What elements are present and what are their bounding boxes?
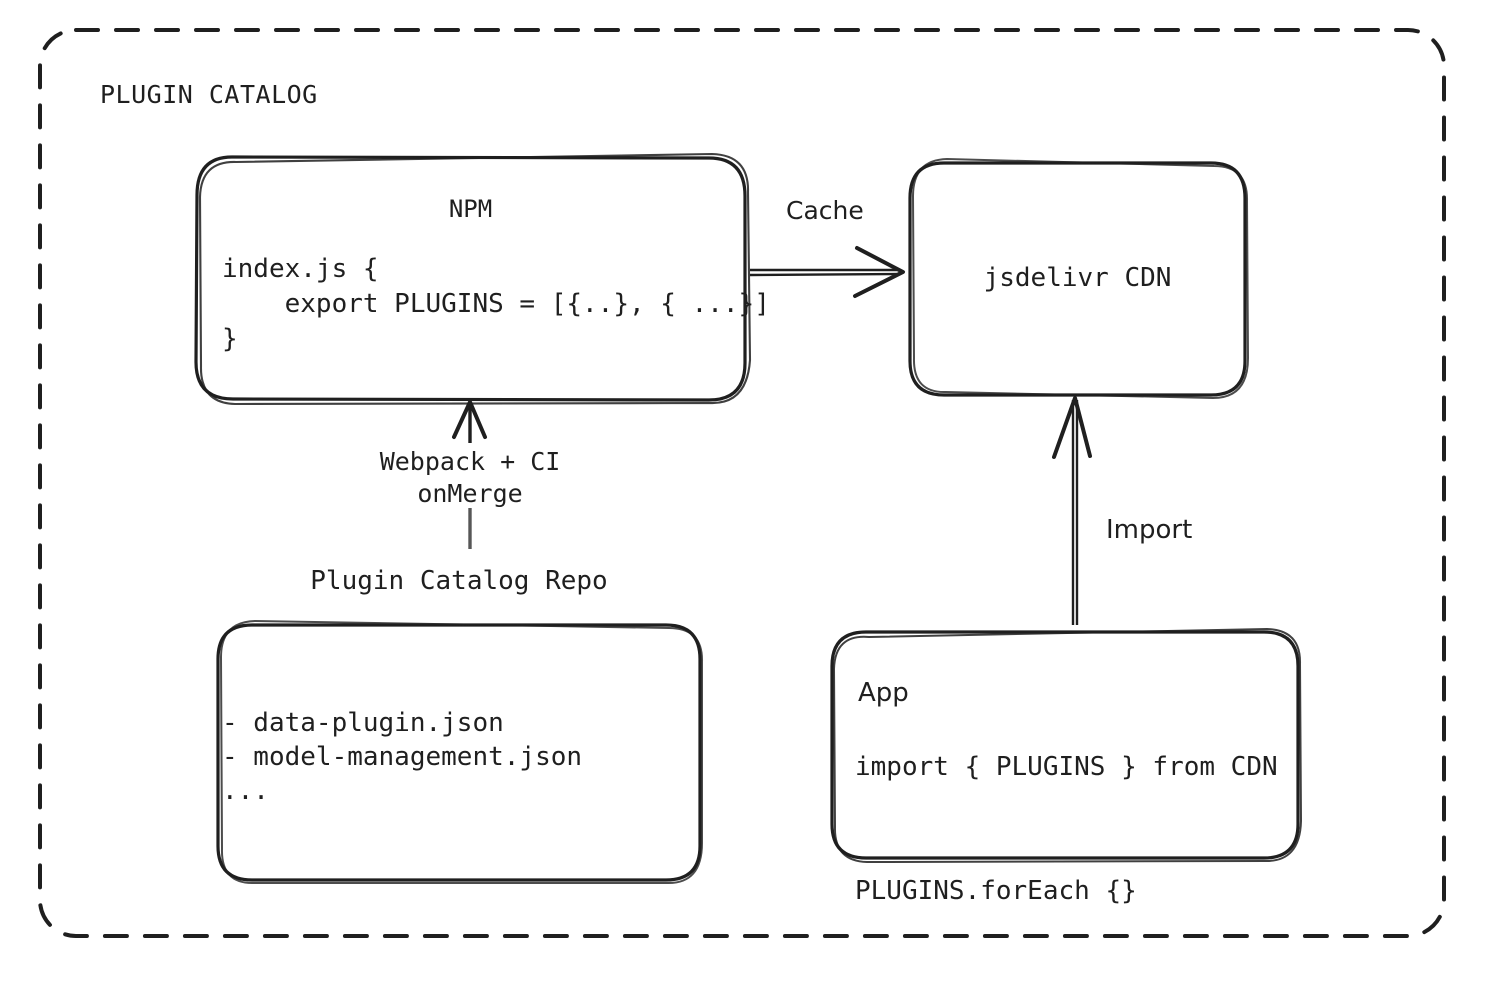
repo-node-label: Plugin Catalog Repo (310, 566, 608, 596)
repo-node-files: - data-plugin.json - model-management.js… (222, 708, 583, 806)
page-title: PLUGIN CATALOG (100, 80, 318, 109)
cache-arrow (749, 246, 905, 298)
cdn-node-title: jsdelivr CDN (983, 263, 1172, 293)
import-edge-label: Import (1106, 515, 1193, 545)
app-node-title: App (858, 678, 909, 708)
import-arrow (1052, 396, 1092, 625)
cache-edge-label: Cache (786, 196, 864, 225)
app-node-code: import { PLUGINS } from CDN PLUGINS.forE… (855, 752, 1278, 906)
npm-node-code: index.js { export PLUGINS = [{..}, { ...… (222, 254, 770, 354)
npm-node-title: NPM (448, 195, 493, 223)
build-edge-label: Webpack + CI onMerge (379, 447, 561, 508)
